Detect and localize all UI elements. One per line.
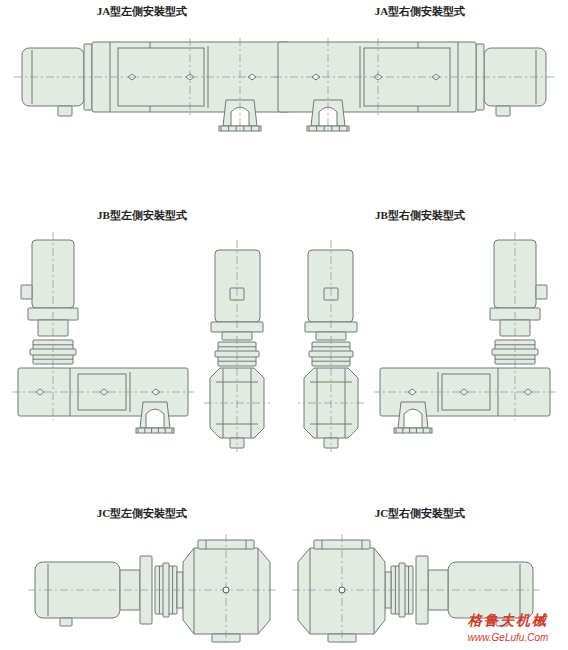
mounting-foot <box>398 402 428 428</box>
edge-line <box>216 382 258 383</box>
edge-line <box>322 540 323 549</box>
right-view <box>272 38 554 134</box>
edge-line <box>206 540 207 549</box>
gear-housing <box>183 548 270 634</box>
center-line <box>331 240 332 452</box>
foot-bolt <box>347 126 348 131</box>
view-title: JA型左側安裝型式 <box>97 4 187 19</box>
foot-bolt <box>151 428 152 433</box>
edge-line <box>498 368 499 416</box>
watermark: www.GeLufu.Com <box>468 632 549 643</box>
edge-line <box>310 382 352 383</box>
foot-bolt <box>423 428 424 433</box>
terminal-box <box>60 618 72 626</box>
coupling-rib <box>33 359 73 360</box>
edge-line <box>310 548 311 634</box>
coupling-rib <box>312 361 350 362</box>
edge-line <box>70 368 71 416</box>
foot-base <box>136 428 174 433</box>
center-line <box>328 38 329 134</box>
edge-line <box>317 368 318 438</box>
foot-bolt <box>236 126 237 131</box>
housing-panel <box>78 374 126 410</box>
terminal-box <box>58 106 72 116</box>
foot-bolt <box>430 428 431 433</box>
foot-bolt <box>158 428 159 433</box>
center-line <box>237 240 238 452</box>
center-line <box>515 232 516 420</box>
gear-housing <box>298 548 385 634</box>
edge-line <box>246 540 247 549</box>
mounting-foot <box>140 402 170 428</box>
foot-arch <box>404 409 422 428</box>
view-title: JC型右側安裝型式 <box>375 506 465 521</box>
edge-line <box>194 548 195 634</box>
foot-bolt <box>221 126 222 131</box>
foot-bolt <box>138 428 139 433</box>
housing-panel <box>442 374 490 410</box>
center-line <box>53 232 54 420</box>
foot-bolt <box>409 428 410 433</box>
center-line <box>240 38 241 134</box>
center-line <box>272 77 554 78</box>
center-line <box>190 38 191 118</box>
view-title: JB型右側安裝型式 <box>375 208 465 223</box>
foot-bolt <box>316 126 317 131</box>
center-line <box>14 77 296 78</box>
terminal-box <box>21 285 32 299</box>
foot-bolt <box>165 428 166 433</box>
center-line <box>28 590 276 591</box>
foot-arch <box>146 409 164 428</box>
center-line <box>292 590 540 591</box>
center-line <box>298 403 364 404</box>
edge-line <box>258 548 259 634</box>
foot-bolt <box>339 126 340 131</box>
foot-bolt <box>402 428 403 433</box>
motor <box>308 250 353 322</box>
foot-bolt <box>331 126 332 131</box>
foot-base <box>394 428 432 433</box>
view-title: JC型左側安裝型式 <box>97 506 187 521</box>
view-title: JB型左側安裝型式 <box>97 208 187 223</box>
terminal-box <box>536 285 547 299</box>
watermark: 格鲁夫机械 <box>468 612 548 630</box>
right-view <box>298 232 556 452</box>
shaft-center <box>339 587 345 593</box>
foot-bolt <box>416 428 417 433</box>
center-line <box>374 392 556 393</box>
foot-bolt <box>243 126 244 131</box>
foot-bolt <box>228 126 229 131</box>
edge-line <box>251 368 252 438</box>
foot-bolt <box>172 428 173 433</box>
left-view <box>12 232 270 452</box>
coupling-rib <box>495 359 535 360</box>
coupling-rib <box>218 361 256 362</box>
edge-line <box>374 548 375 634</box>
view-title: JA型右側安裝型式 <box>375 4 465 19</box>
right-view <box>292 534 540 646</box>
foot-bolt <box>259 126 260 131</box>
foot-bolt <box>144 428 145 433</box>
shaft-center <box>223 587 229 593</box>
center-line <box>204 403 270 404</box>
motor <box>215 250 260 322</box>
foot-bolt <box>251 126 252 131</box>
edge-line <box>362 540 363 549</box>
left-view <box>28 534 276 646</box>
foot-bolt <box>324 126 325 131</box>
left-view <box>14 38 296 134</box>
terminal-box <box>496 106 510 116</box>
foot-bolt <box>309 126 310 131</box>
center-line <box>378 38 379 118</box>
foot-bolt <box>396 428 397 433</box>
center-line <box>12 392 194 393</box>
